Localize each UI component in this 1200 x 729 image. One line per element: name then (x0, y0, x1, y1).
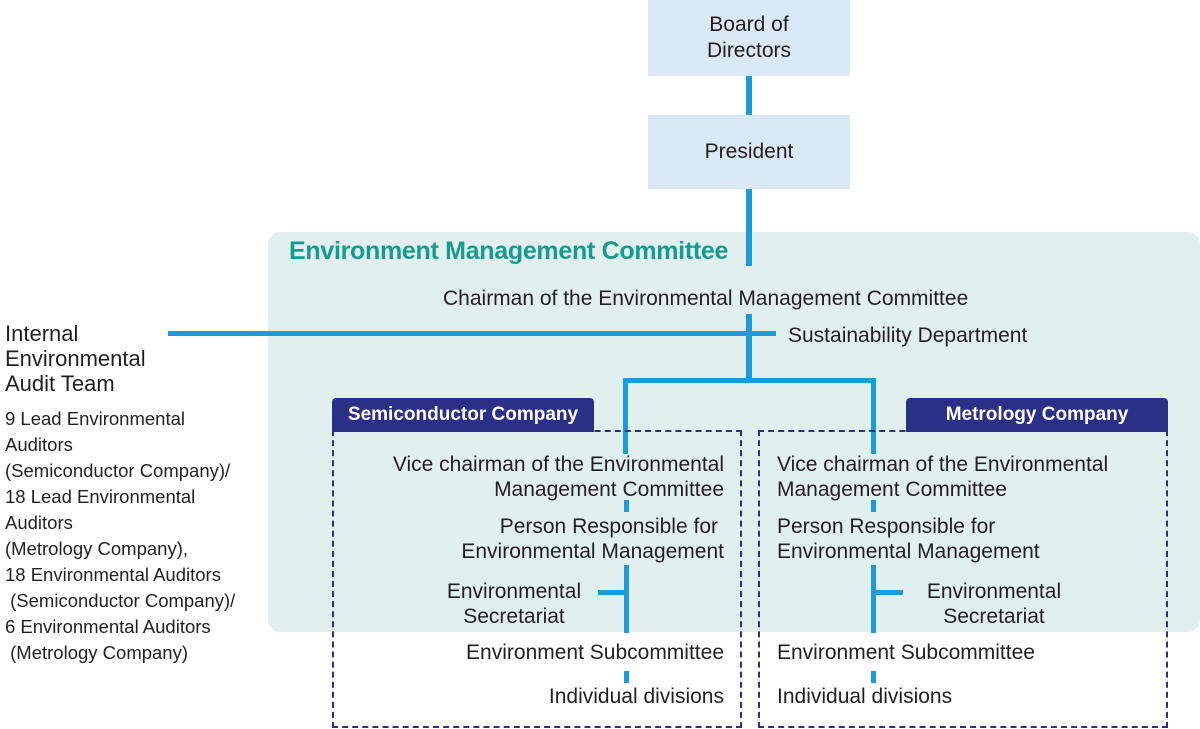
semi-person-line1: Person Responsible for (499, 515, 718, 538)
audit-line: 9 Lead Environmental (5, 408, 185, 429)
connector-board-president (746, 76, 752, 115)
metro-subcommittee: Environment Subcommittee (777, 641, 1035, 664)
semi-person-line2: Environmental Management (461, 540, 724, 563)
semi-connector-2 (624, 565, 629, 633)
semi-secretariat: Environmental Secretariat (434, 579, 594, 629)
metro-connector-3 (871, 671, 876, 683)
connector-president-committee (746, 189, 752, 266)
semi-connector-1 (624, 500, 629, 512)
audit-title-line: Internal (5, 321, 79, 346)
audit-team-title: Internal Environmental Audit Team (5, 321, 146, 396)
semi-person-responsible: Person Responsible for Environmental Man… (330, 514, 724, 564)
connector-audit-sustainability (168, 331, 776, 336)
chairman-label: Chairman of the Environmental Management… (443, 287, 969, 310)
connector-chairman-split (746, 314, 752, 382)
metro-secretariat: Environmental Secretariat (914, 579, 1074, 629)
sustainability-department-label: Sustainability Department (788, 324, 1028, 347)
metro-person-line1: Person Responsible for (777, 515, 996, 538)
metro-vice-line2: Management Committee (777, 478, 1007, 501)
audit-title-line: Audit Team (5, 371, 115, 396)
semi-secretariat-line1: Environmental (446, 580, 582, 603)
semi-secretariat-line2: Secretariat (463, 605, 565, 628)
semiconductor-company-tab: Semiconductor Company (332, 398, 594, 432)
president-box: President (648, 115, 850, 189)
metro-divisions: Individual divisions (777, 685, 953, 708)
audit-line: (Semiconductor Company)/ (5, 590, 236, 611)
metro-person-responsible: Person Responsible for Environmental Man… (777, 514, 1040, 564)
connector-to-metrology (871, 378, 876, 454)
semi-connector-secretariat (598, 590, 626, 595)
semi-connector-3 (624, 671, 629, 683)
committee-title: Environment Management Committee (289, 237, 729, 265)
audit-team-members: 9 Lead Environmental Auditors (Semicondu… (5, 406, 235, 666)
metrology-company-tab: Metrology Company (906, 398, 1168, 432)
semi-vice-line2: Management Committee (494, 478, 724, 501)
metro-vice-chairman: Vice chairman of the Environmental Manag… (777, 452, 1108, 502)
semi-subcommittee: Environment Subcommittee (466, 641, 724, 664)
connector-to-semiconductor (623, 378, 628, 454)
audit-line: 18 Environmental Auditors (5, 564, 221, 585)
metro-connector-2 (871, 565, 876, 633)
metro-vice-line1: Vice chairman of the Environmental (777, 453, 1109, 476)
audit-line: 18 Lead Environmental (5, 486, 196, 507)
audit-line: Auditors (5, 512, 73, 533)
semi-divisions: Individual divisions (548, 685, 724, 708)
metro-person-line2: Environmental Management (777, 540, 1040, 563)
audit-line: (Semiconductor Company)/ (5, 460, 231, 481)
president-label: President (704, 140, 794, 163)
semi-vice-line1: Vice chairman of the Environmental (392, 453, 724, 476)
semi-vice-chairman: Vice chairman of the Environmental Manag… (330, 452, 724, 502)
board-of-directors-box: Board of Directors (648, 0, 850, 76)
environment-committee-panel (268, 232, 1200, 632)
audit-line: Auditors (5, 434, 73, 455)
audit-line: (Metrology Company) (5, 642, 189, 663)
metro-secretariat-line2: Secretariat (943, 605, 1045, 628)
metro-secretariat-line1: Environmental (926, 580, 1062, 603)
metro-connector-1 (871, 500, 876, 512)
audit-line: 6 Environmental Auditors (5, 616, 211, 637)
metro-connector-secretariat (873, 590, 903, 595)
connector-company-split (623, 378, 876, 383)
audit-line: (Metrology Company), (5, 538, 189, 559)
audit-title-line: Environmental (5, 346, 146, 371)
board-of-directors-label: Board of Directors (706, 13, 791, 62)
